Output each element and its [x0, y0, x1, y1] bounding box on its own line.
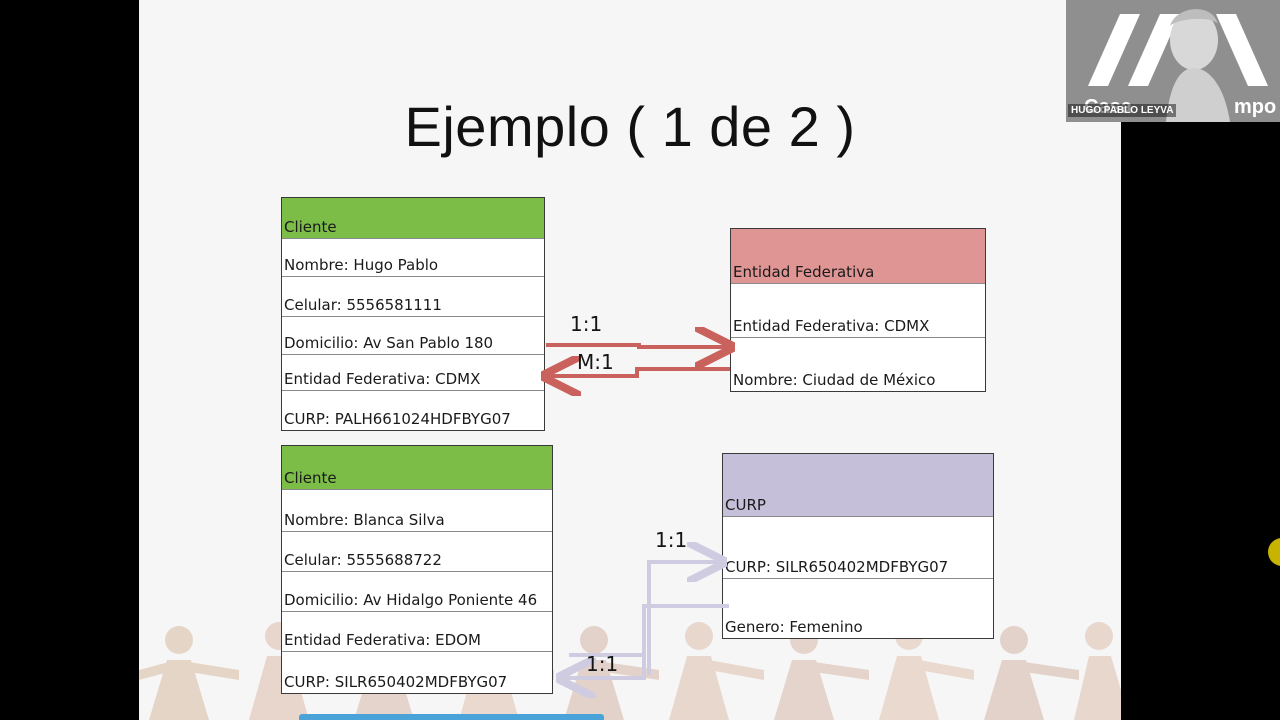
arrow-cliente-to-entidad [546, 345, 727, 347]
entity-field: Domicilio: Av San Pablo 180 [282, 316, 544, 354]
entity-header: CURP [723, 454, 993, 516]
entity-field: Nombre: Hugo Pablo [282, 238, 544, 276]
entity-field: CURP: SILR650402MDFBYG07 [723, 516, 993, 578]
entity-field: Entidad Federativa: CDMX [282, 354, 544, 390]
webcam-brand-text-right: mpo [1234, 96, 1277, 118]
entity-field: Entidad Federativa: CDMX [731, 283, 985, 337]
entity-field: Genero: Femenino [723, 578, 993, 638]
entity-field: Entidad Federativa: EDOM [282, 611, 552, 651]
pointer-indicator [1268, 538, 1280, 566]
entity-header: Cliente [282, 446, 552, 489]
entity-cliente-1: Cliente Nombre: Hugo Pablo Celular: 5556… [281, 197, 545, 431]
participant-name-tag: HUGO PABLO LEYVA [1068, 104, 1177, 117]
entity-field: Domicilio: Av Hidalgo Poniente 46 [282, 571, 552, 611]
webcam-video-feed [1066, 0, 1280, 122]
entity-field: CURP: SILR650402MDFBYG07 [282, 651, 552, 693]
entity-field: CURP: PALH661024HDFBYG07 [282, 390, 544, 430]
relation-label-entidad-cliente: M:1 [577, 350, 614, 374]
entity-field: Nombre: Ciudad de México [731, 337, 985, 391]
entity-field: Celular: 5556581111 [282, 276, 544, 316]
entity-curp: CURP CURP: SILR650402MDFBYG07 Genero: Fe… [722, 453, 994, 639]
entity-field: Celular: 5555688722 [282, 531, 552, 571]
slide-title: Ejemplo ( 1 de 2 ) [404, 95, 856, 158]
slide-bottom-bar [299, 714, 604, 720]
webcam-brand-text-left: Casa [1084, 96, 1132, 118]
entity-entidad-federativa: Entidad Federativa Entidad Federativa: C… [730, 228, 986, 392]
relation-label-cliente-entidad: 1:1 [570, 312, 603, 336]
entity-header: Entidad Federativa [731, 229, 985, 283]
relation-label-curp-cliente: 1:1 [586, 652, 619, 676]
webcam-thumbnail: Casa mpo HUGO PABLO LEYVA [1066, 0, 1280, 122]
presentation-slide: Ejemplo ( 1 de 2 ) Cliente Nombre: Hugo … [139, 0, 1121, 720]
entity-header: Cliente [282, 198, 544, 238]
relation-label-cliente-curp: 1:1 [655, 528, 688, 552]
entity-cliente-2: Cliente Nombre: Blanca Silva Celular: 55… [281, 445, 553, 694]
entity-field: Nombre: Blanca Silva [282, 489, 552, 531]
